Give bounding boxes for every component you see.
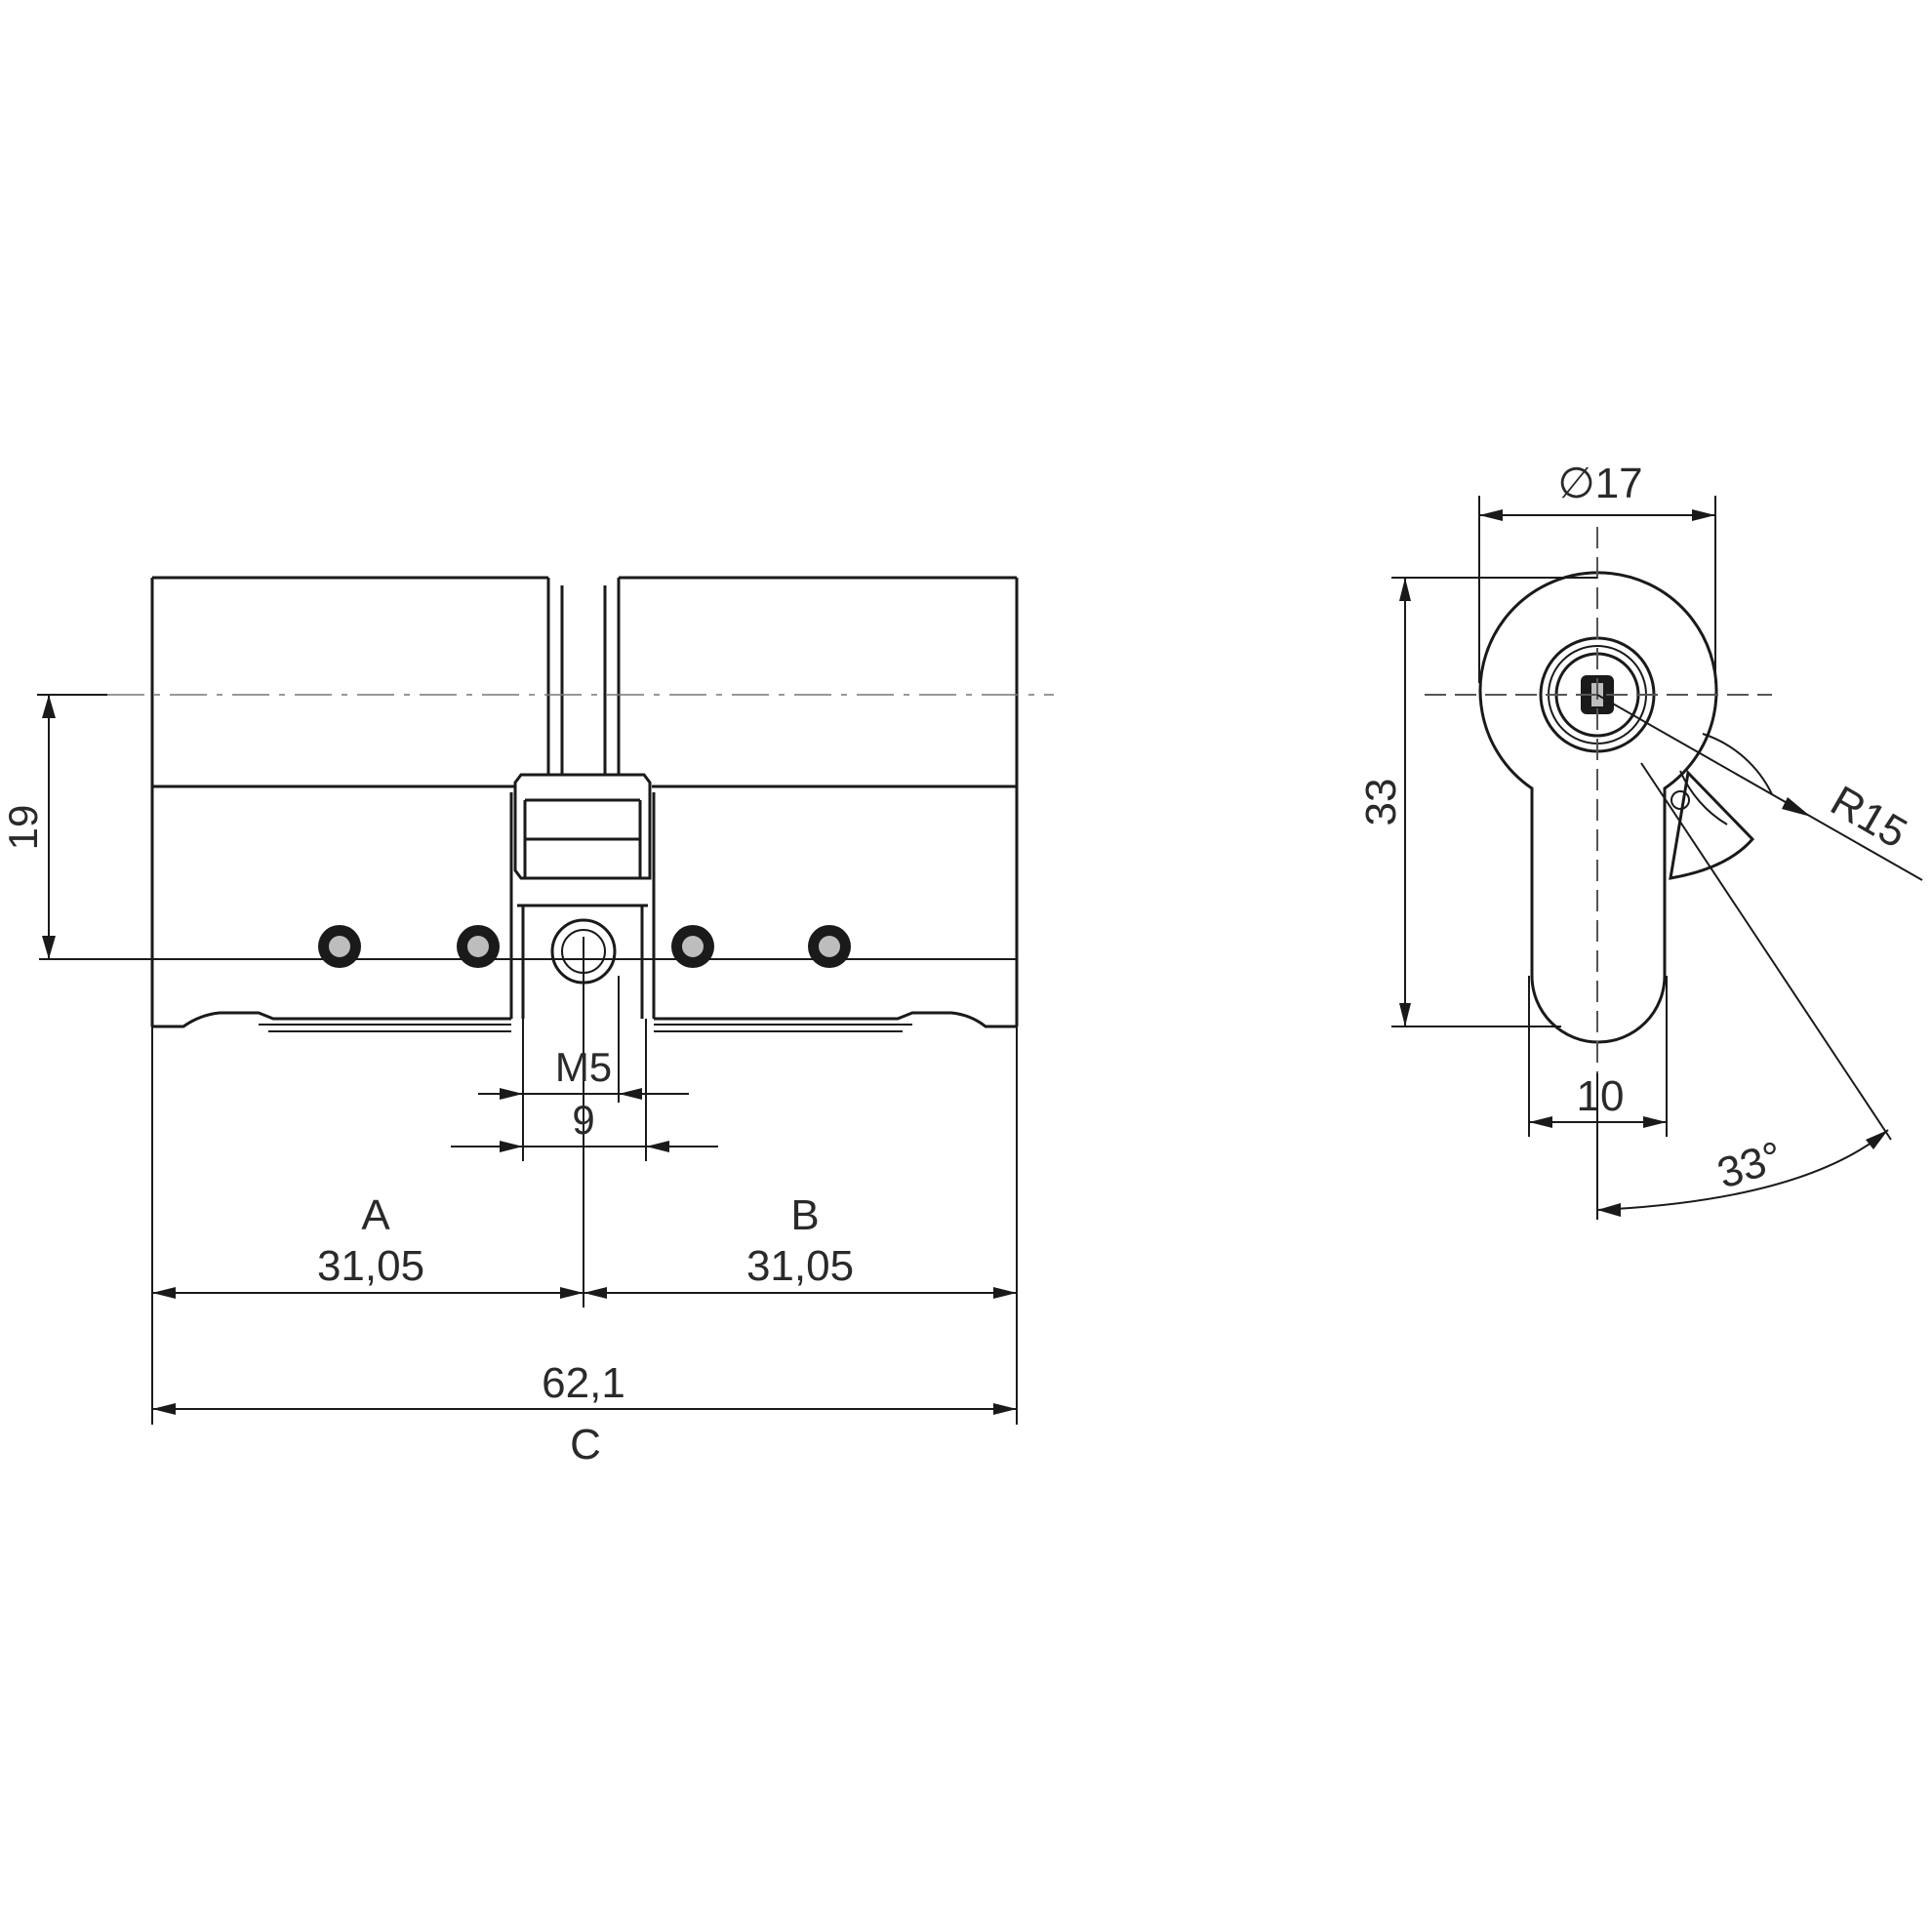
pin-4 <box>808 925 851 968</box>
thread-dimension <box>478 976 689 1103</box>
angle-label: 33° <box>1711 1133 1788 1198</box>
cylinder-body <box>150 576 1019 1032</box>
ab-dimension <box>151 1026 1018 1425</box>
pin-2 <box>457 925 500 968</box>
value-a: 31,05 <box>317 1242 424 1290</box>
radius-label: R15 <box>1823 777 1914 858</box>
pin-3 <box>671 925 714 968</box>
total-value: 62,1 <box>542 1359 625 1407</box>
diameter-dimension <box>1478 496 1716 683</box>
bottom-width-label: 10 <box>1577 1072 1625 1120</box>
angle-dimension <box>1596 762 1892 1220</box>
cam-width-label: 9 <box>572 1097 594 1143</box>
value-b: 31,05 <box>746 1242 854 1290</box>
label-b: B <box>790 1191 819 1239</box>
height-dimension <box>1391 577 1597 1027</box>
thread-label: M5 <box>555 1044 612 1090</box>
label-a: A <box>361 1191 390 1239</box>
total-dimension <box>152 1403 1017 1415</box>
cylinder-profile <box>1478 571 1718 1044</box>
diameter-label: ∅17 <box>1557 460 1642 507</box>
radius-dimension <box>1596 694 1923 881</box>
cam <box>1669 769 1755 880</box>
side-view: 19 M5 9 A 31,05 <box>0 576 1054 1469</box>
label-c: C <box>570 1421 601 1469</box>
bottom-width-dimension <box>1528 976 1668 1137</box>
pin-1 <box>318 925 361 968</box>
height-label: 33 <box>1357 779 1405 826</box>
front-view: ∅17 33 R15 10 <box>1357 460 1923 1220</box>
cam-housing <box>509 773 656 1019</box>
cam-width-dimension <box>451 1019 718 1161</box>
axis-height-label: 19 <box>0 805 46 851</box>
axis-height-dimension <box>37 694 107 959</box>
